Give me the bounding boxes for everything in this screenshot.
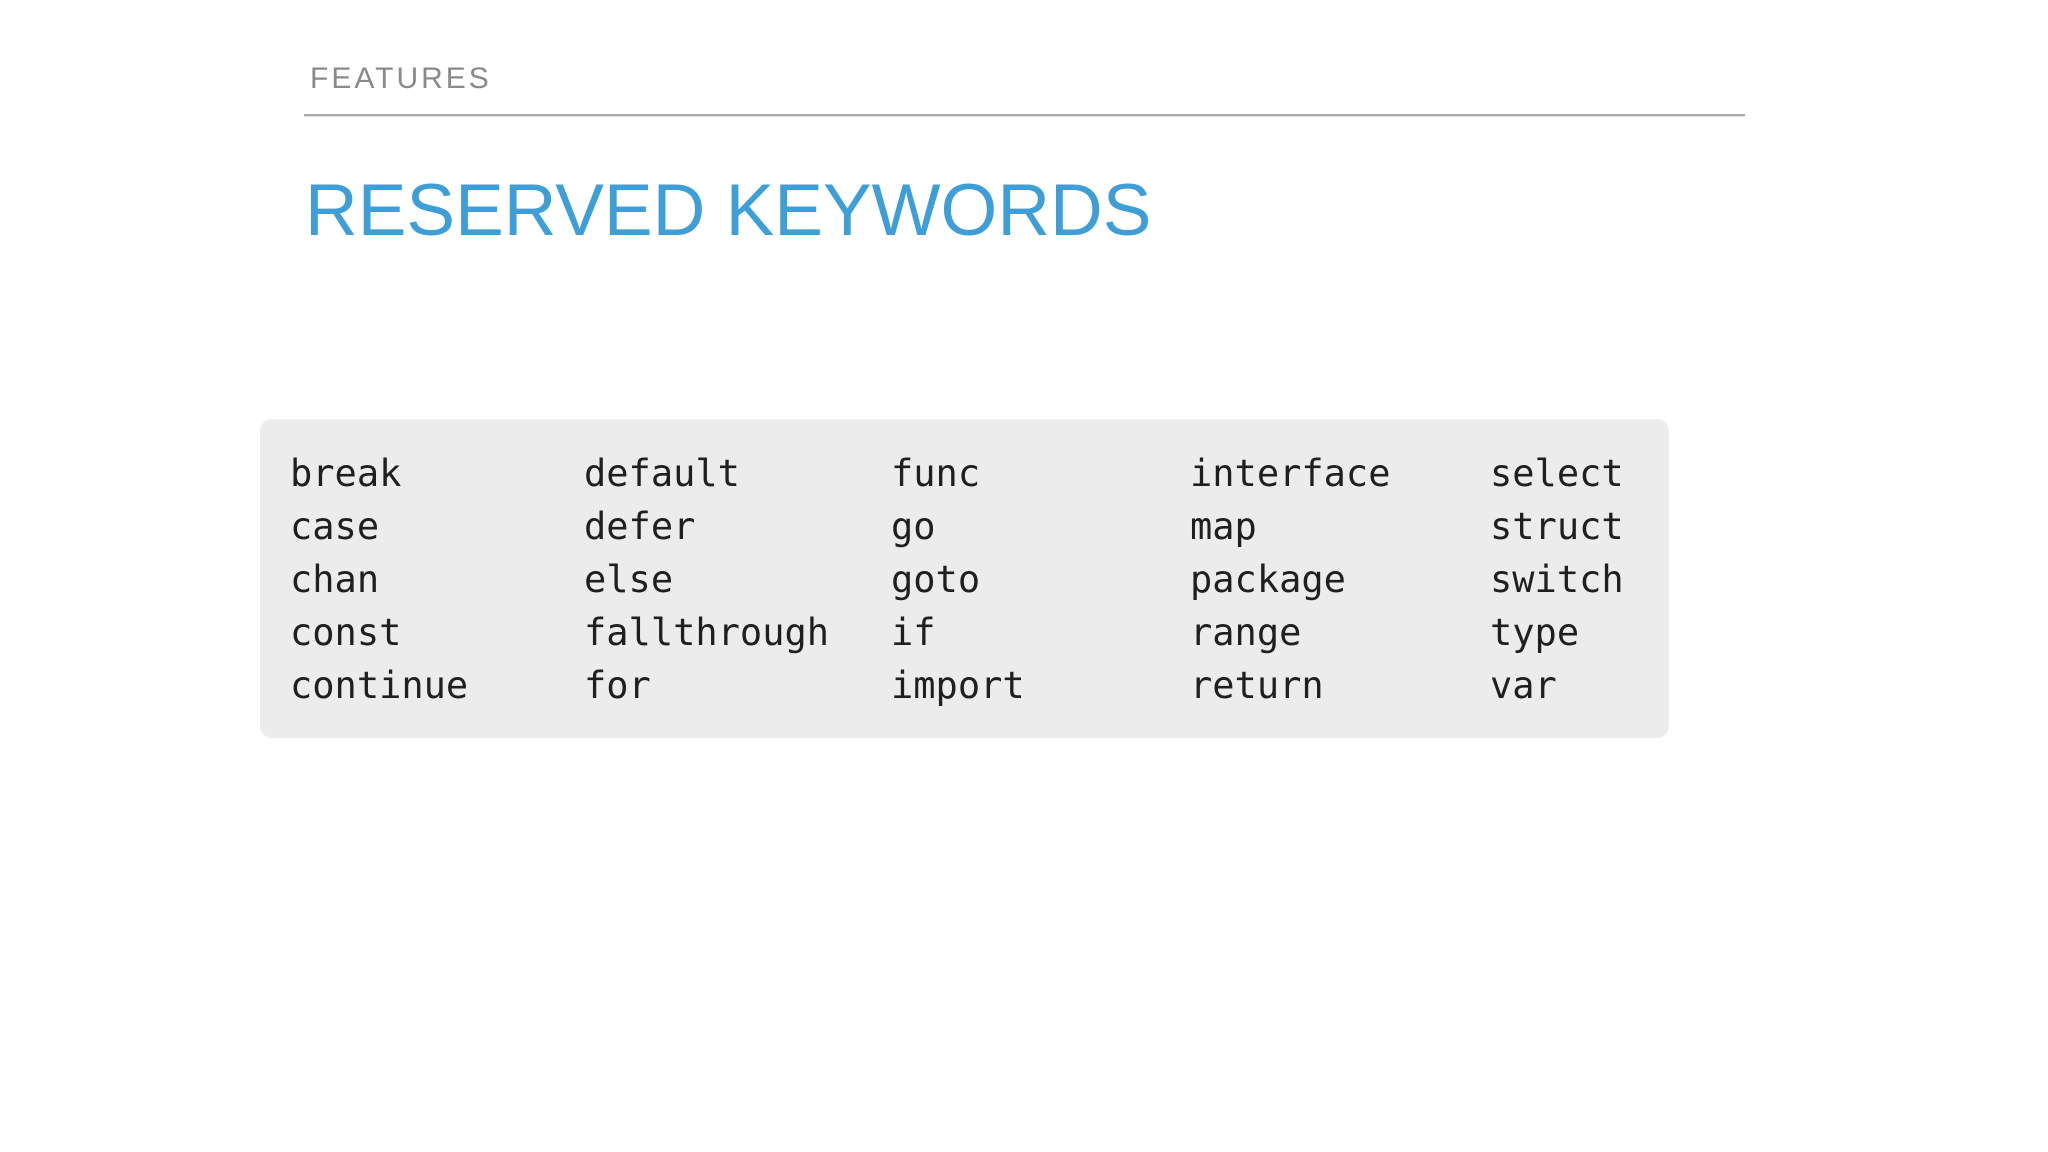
keyword: func bbox=[891, 452, 981, 495]
keyword: continue bbox=[290, 664, 469, 707]
keyword-column-3: func go goto if import bbox=[891, 447, 1190, 738]
keyword: select bbox=[1490, 452, 1624, 495]
keyword: interface bbox=[1190, 452, 1391, 495]
keyword-box: break case chan const continue default d… bbox=[260, 419, 1669, 738]
keyword: goto bbox=[891, 558, 981, 601]
keyword: package bbox=[1190, 558, 1346, 601]
keyword: go bbox=[891, 505, 936, 548]
keyword: else bbox=[584, 558, 674, 601]
keyword: map bbox=[1190, 505, 1257, 548]
keyword: default bbox=[584, 452, 740, 495]
keyword: if bbox=[891, 611, 936, 654]
keyword-column-2: default defer else fallthrough for bbox=[584, 447, 891, 738]
keyword: fallthrough bbox=[584, 611, 830, 654]
section-label: FEATURES bbox=[310, 62, 492, 95]
keyword: chan bbox=[290, 558, 380, 601]
keyword: struct bbox=[1490, 505, 1624, 548]
keyword: const bbox=[290, 611, 402, 654]
keyword-column-5: select struct switch type var bbox=[1490, 447, 1639, 738]
keyword: switch bbox=[1490, 558, 1624, 601]
keyword-column-4: interface map package range return bbox=[1190, 447, 1490, 738]
keyword: defer bbox=[584, 505, 696, 548]
slide-title: RESERVED KEYWORDS bbox=[305, 170, 1152, 251]
keyword: case bbox=[290, 505, 380, 548]
keyword: var bbox=[1490, 664, 1557, 707]
keyword: break bbox=[290, 452, 402, 495]
section-divider bbox=[304, 114, 1745, 117]
keyword: import bbox=[891, 664, 1025, 707]
keyword-column-1: break case chan const continue bbox=[290, 447, 584, 738]
keyword: for bbox=[584, 664, 651, 707]
keyword: range bbox=[1190, 611, 1302, 654]
keyword: return bbox=[1190, 664, 1324, 707]
keyword: type bbox=[1490, 611, 1580, 654]
